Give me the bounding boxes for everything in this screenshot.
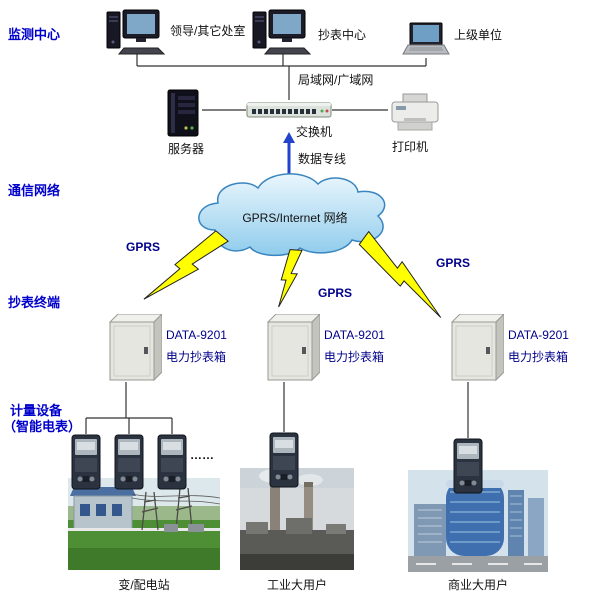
- caption-substation: 变/配电站: [118, 578, 170, 592]
- section-label-metering-equipment: 计量设备: [10, 403, 63, 418]
- label-terminal1-name: 电力抄表箱: [166, 350, 227, 364]
- lightning-bolt-right: [353, 232, 457, 318]
- label-meter-reading-center: 抄表中心: [318, 28, 367, 42]
- label-server: 服务器: [168, 142, 205, 156]
- label-switch: 交换机: [296, 125, 333, 139]
- label-gprs-left: GPRS: [126, 240, 161, 254]
- section-label-smart-meters: （智能电表）: [3, 419, 82, 434]
- meter-cabinet-middle: [266, 314, 320, 382]
- label-meters-ellipsis: ……: [190, 448, 214, 462]
- label-gprs-right: GPRS: [436, 256, 471, 270]
- caption-industrial-users: 工业大用户: [266, 578, 327, 592]
- smart-meter-icon: [114, 434, 144, 490]
- label-terminal2-name: 电力抄表箱: [324, 350, 385, 364]
- smart-meter-icon: [157, 434, 187, 490]
- substation-photo: [68, 478, 220, 570]
- label-leaders-offices: 领导/其它处室: [170, 24, 246, 38]
- label-lan-wan: 局域网/广域网: [298, 73, 374, 87]
- section-label-meter-terminal: 抄表终端: [8, 295, 61, 310]
- label-gprs-middle: GPRS: [318, 286, 353, 300]
- lan-bus-lines: [136, 54, 427, 100]
- switch-icon: [246, 102, 332, 118]
- label-terminal3-name: 电力抄表箱: [508, 350, 569, 364]
- label-gprs-internet-network: GPRS/Internet 网络: [242, 211, 348, 225]
- label-terminal1-model: DATA-9201: [166, 328, 227, 342]
- meter-cabinet-left: [108, 314, 162, 382]
- section-label-communication-network: 通信网络: [8, 183, 61, 198]
- label-superior-unit: 上级单位: [454, 28, 503, 42]
- label-terminal2-model: DATA-9201: [324, 328, 385, 342]
- laptop-icon: [402, 22, 450, 55]
- smart-meter-icon: [453, 438, 483, 494]
- cloud-shape: [198, 173, 386, 257]
- label-printer: 打印机: [392, 140, 429, 154]
- meter-cabinet-right: [450, 314, 504, 382]
- label-terminal3-model: DATA-9201: [508, 328, 569, 342]
- server-icon: [167, 89, 199, 137]
- caption-commercial-users: 商业大用户: [447, 578, 508, 592]
- label-data-line: 数据专线: [298, 152, 347, 166]
- lightning-bolt-middle: [279, 249, 302, 308]
- meter-wiring-lines: [85, 382, 469, 438]
- section-label-monitoring-center: 监测中心: [8, 27, 61, 42]
- printer-icon: [391, 93, 439, 131]
- smart-meter-icon: [71, 434, 101, 490]
- lightning-bolt-left: [144, 224, 228, 317]
- smart-meter-icon: [269, 432, 299, 488]
- desktop-computer-icon-meter-center: [252, 9, 312, 55]
- desktop-computer-icon-leaders: [106, 9, 166, 55]
